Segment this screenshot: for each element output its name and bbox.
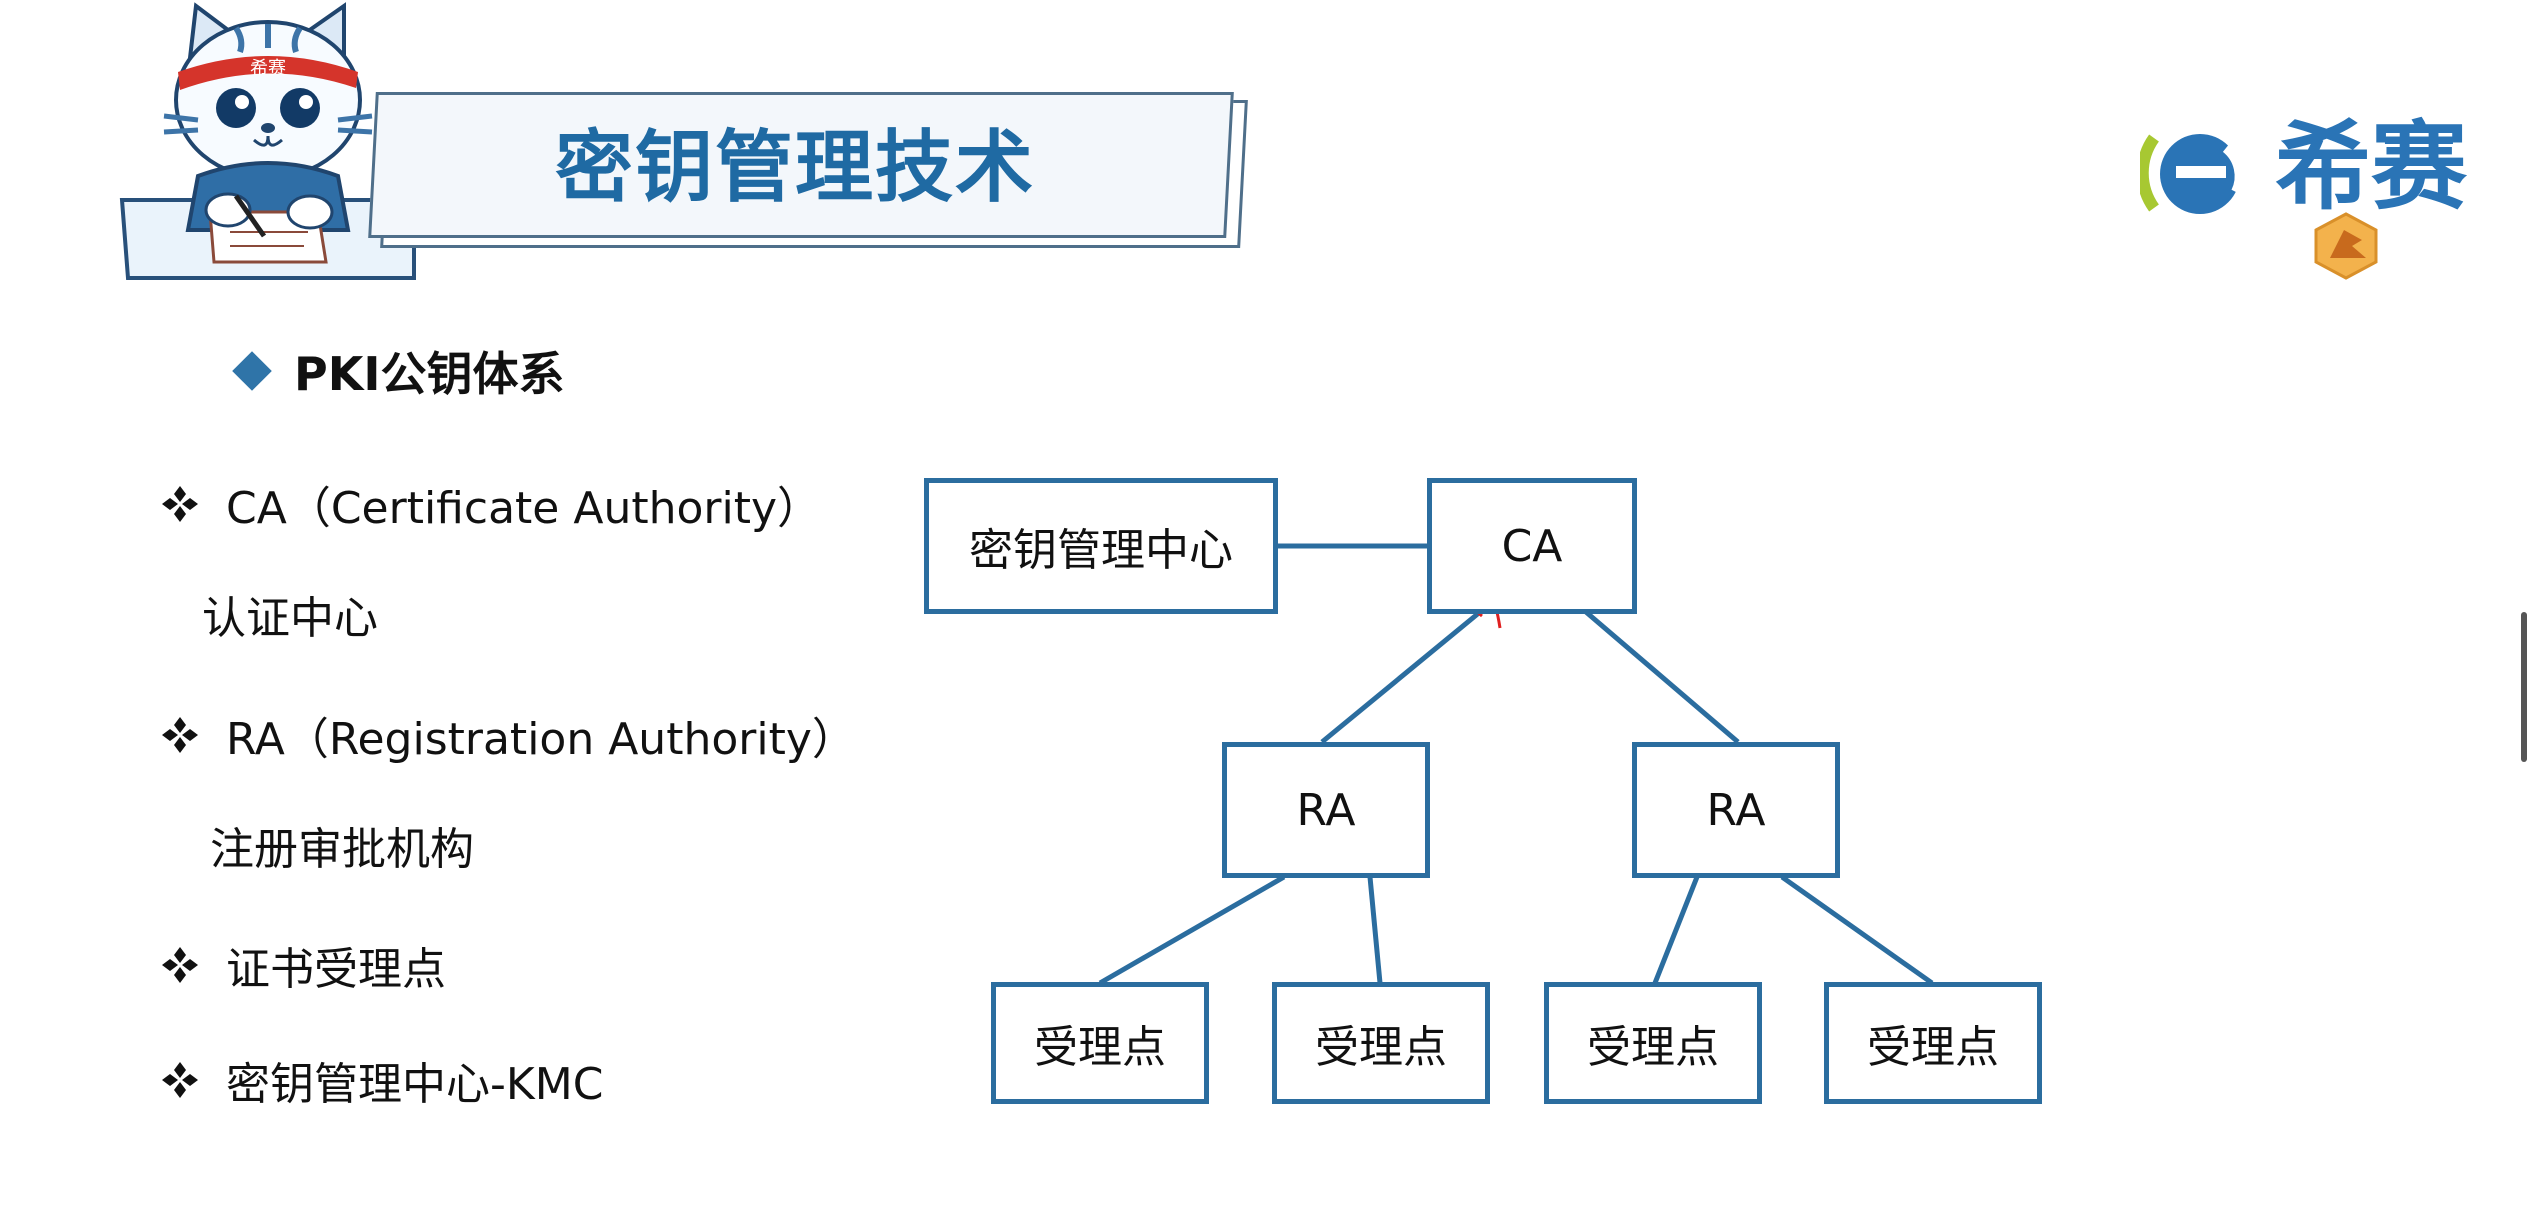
edge-ra-left-point2: [1367, 876, 1383, 984]
bullet-item-text: 密钥管理中心-KMC: [226, 1059, 604, 1110]
scrollbar[interactable]: [2521, 612, 2527, 762]
edge-ra-left-point1: [1098, 874, 1286, 986]
clover-bullet-icon: [162, 947, 198, 983]
section-heading-text: PKI公钥体系: [294, 347, 565, 401]
diamond-bullet-icon: [232, 351, 272, 391]
section-heading: PKI公钥体系: [232, 336, 565, 406]
bullet-item-text: RA（Registration Authority）: [226, 714, 856, 765]
clover-bullet-icon: [162, 486, 198, 522]
bullet-item-kmc: 密钥管理中心-KMC: [160, 1048, 603, 1112]
node-ra-right: RA: [1632, 742, 1840, 878]
clover-bullet-icon: [162, 1062, 198, 1098]
node-ca: CA: [1427, 478, 1637, 614]
mascot-band-text: 希赛: [250, 58, 286, 79]
bullet-subtext: 注册审批机构: [210, 824, 474, 875]
bullet-item-text: CA（Certificate Authority）: [226, 483, 822, 534]
node-acceptance-point: 受理点: [991, 982, 1209, 1104]
node-acceptance-point: 受理点: [1824, 982, 2042, 1104]
bullet-item-text: 证书受理点: [226, 944, 446, 995]
bullet-item-ra: RA（Registration Authority）: [160, 703, 856, 767]
node-acceptance-point: 受理点: [1272, 982, 1490, 1104]
edge-ra-right-point4: [1780, 874, 1934, 986]
brand-name: 希赛: [2275, 111, 2467, 223]
bullet-item-points: 证书受理点: [160, 933, 446, 997]
edge-ca-ra-right: [1584, 610, 1740, 744]
brand-logo-icon: [2140, 134, 2378, 280]
bullet-item-ca: CA（Certificate Authority）: [160, 472, 821, 536]
edge-ra-right-point3: [1652, 876, 1700, 984]
page-title: 密钥管理技术: [555, 123, 1036, 213]
edge-ca-ra-left: [1320, 610, 1482, 744]
node-kmc: 密钥管理中心: [924, 478, 1278, 614]
cat-mascot-icon: 希赛: [119, 2, 416, 280]
clover-bullet-icon: [162, 717, 198, 753]
bullet-subtext: 认证中心: [202, 593, 378, 644]
node-acceptance-point: 受理点: [1544, 982, 1762, 1104]
node-ra-left: RA: [1222, 742, 1430, 878]
